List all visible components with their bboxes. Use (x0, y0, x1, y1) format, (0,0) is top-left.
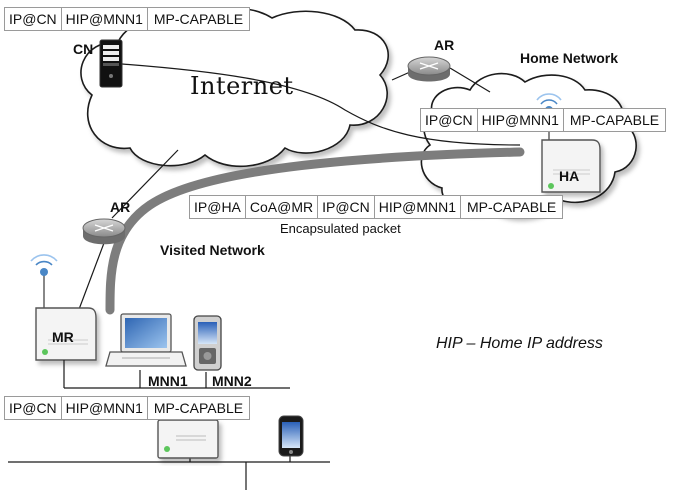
router-ar-left-icon (82, 218, 126, 245)
home-network-label: Home Network (520, 50, 619, 66)
packet-field-dst: HIP@MNN1 (62, 397, 148, 419)
internet-label: Internet (190, 72, 294, 100)
visited-network-label: Visited Network (160, 242, 265, 258)
link-ar-home (449, 67, 491, 93)
packet-header-top: IP@CN HIP@MNN1 MP-CAPABLE (4, 7, 251, 31)
mobility-tunnel (105, 147, 525, 315)
packet-field-option: MP-CAPABLE (153, 400, 244, 416)
link-visited-ar-internet (111, 149, 179, 219)
packet-field-dst: HIP@MNN1 (62, 8, 148, 30)
mr-device-icon (30, 254, 97, 361)
network-links (77, 63, 521, 313)
link-visited-ar-mr (77, 242, 105, 313)
lan-links (8, 360, 330, 490)
packet-field-src: IP@CN (421, 109, 478, 131)
packet-header-bottom: IP@CN HIP@MNN1 MP-CAPABLE (4, 396, 251, 420)
packet-field-option: MP-CAPABLE (569, 112, 660, 128)
packet-field-option: MP-CAPABLE (153, 11, 244, 27)
packet-header-home: IP@CN HIP@MNN1 MP-CAPABLE (420, 108, 667, 132)
packet-field-dst: HIP@MNN1 (375, 196, 461, 218)
lan-host-device-icon (157, 419, 219, 459)
link-ar-internet (391, 71, 411, 81)
mnn2-label: MNN2 (212, 373, 252, 389)
mnn1-label: MNN1 (148, 373, 188, 389)
ha-label: HA (559, 168, 580, 184)
encapsulated-caption: Encapsulated packet (280, 221, 401, 236)
packet-field-src: IP@CN (5, 397, 62, 419)
phone-mnn2-icon (193, 315, 222, 371)
link-cn-internet (121, 63, 521, 146)
cn-label: CN (73, 41, 94, 57)
packet-field-src: IP@CN (5, 8, 62, 30)
laptop-mnn1-icon (105, 313, 187, 367)
ha-device-icon (536, 93, 601, 193)
smartphone-icon (278, 415, 304, 457)
packet-field-outer-dst: CoA@MR (246, 196, 319, 218)
hip-legend: HIP – Home IP address (436, 335, 603, 352)
cn-server-icon (99, 39, 123, 88)
router-ar-top-icon (407, 56, 451, 82)
packet-field-option: MP-CAPABLE (467, 199, 557, 215)
packet-field-outer-src: IP@HA (190, 196, 246, 218)
packet-field-dst: HIP@MNN1 (478, 109, 564, 131)
mr-label: MR (52, 329, 74, 345)
ar-top-label: AR (434, 37, 455, 53)
packet-header-encapsulated: IP@HA CoA@MR IP@CN HIP@MNN1 MP-CAPABLE (189, 195, 564, 219)
packet-field-src: IP@CN (318, 196, 375, 218)
ar-left-label: AR (110, 199, 131, 215)
